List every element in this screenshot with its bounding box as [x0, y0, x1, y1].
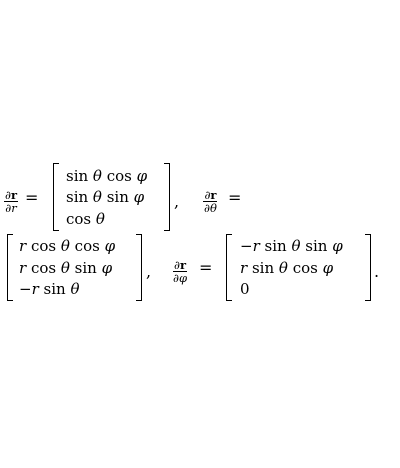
matrix-dr-dphi-row-2-token-1: r	[240, 258, 252, 277]
matrix-dr-dr-row-2-token-4: φ	[128, 188, 145, 206]
equals-sign-2: =	[228, 188, 242, 207]
matrix-dr-dphi-row-1-token-3: sin	[264, 237, 287, 256]
matrix-dr-dr-row-3: cos θ	[66, 210, 147, 228]
matrix-dr-dr-row-1-token-3: cos	[106, 166, 132, 185]
matrix-dr-dr-row-1-token-4: φ	[131, 166, 148, 185]
matrix-dr-dr-row-3-token-1: cos	[66, 209, 92, 228]
matrix-dr-dr-row-2-token-2: θ	[88, 188, 107, 206]
matrix-dr-dphi-row-1-token-1: −	[240, 237, 253, 256]
matrix-dr-dphi-row-2-token-4: cos	[292, 258, 318, 277]
matrix-dr-dr-row-2: sin θ sin φ	[66, 188, 147, 206]
right-bracket	[136, 234, 142, 301]
matrix-dr-dtheta-row-3: −r sin θ	[19, 280, 115, 298]
partial-r-over-r-fraction: ∂r ∂r	[4, 188, 19, 215]
matrix-dr-dtheta-row-2-token-5: φ	[96, 258, 113, 277]
matrix-dr-dr-row-3-token-2: θ	[91, 209, 105, 228]
matrix-dr-dtheta-row-2-token-4: sin	[74, 258, 97, 277]
matrix-dr-dr-row-1: sin θ cos φ	[66, 167, 147, 185]
matrix-dr-dtheta-row-3-token-4: θ	[65, 279, 80, 298]
matrix-dr-dtheta-row-2-token-2: cos	[30, 258, 57, 277]
matrix-dr-dtheta-row-1: r cos θ cos φ	[19, 237, 115, 255]
matrix-dr-dtheta-row-3-token-3: sin	[43, 279, 66, 298]
matrix-dr-dphi-row-2: r sin θ cos φ	[240, 259, 343, 277]
partial-r-over-phi-fraction: ∂r ∂φ	[173, 258, 188, 285]
matrix-dr-dtheta-row-1-token-5: φ	[99, 237, 116, 256]
matrix-dr-dphi-row-2-token-2: sin	[251, 258, 275, 277]
matrix-dr-dr-row-2-token-3: sin	[106, 188, 129, 206]
matrix-dr-dphi-row-2-token-5: φ	[317, 258, 334, 277]
equals-sign-3: =	[199, 258, 213, 277]
matrix-dr-dtheta-row-2-token-1: r	[19, 258, 31, 277]
matrix-dr-dphi-row-1: −r sin θ sin φ	[240, 237, 343, 255]
matrix-dr-dphi-row-3: 0	[240, 280, 343, 298]
matrix-dr-dtheta-row-2-token-3: θ	[56, 258, 75, 277]
matrix-dr-dtheta-row-1-token-3: θ	[56, 237, 75, 256]
matrix-dr-dr-row-2-token-1: sin	[66, 188, 89, 206]
matrix-dr-dr-row-1-token-1: sin	[66, 166, 89, 185]
comma-2: ,	[146, 262, 152, 281]
matrix-dr-dr-row-1-token-2: θ	[88, 166, 107, 185]
partial-r-over-theta-fraction: ∂r ∂θ	[203, 188, 218, 215]
matrix-dr-dtheta-row-1-token-2: cos	[30, 237, 57, 256]
matrix-dr-dphi-row-1-token-2: r	[252, 237, 265, 256]
equals-sign-1: =	[25, 188, 39, 207]
left-bracket	[53, 163, 59, 231]
comma-1: ,	[174, 192, 180, 211]
period: .	[374, 262, 380, 281]
matrix-dr-dtheta-row-1-token-4: cos	[74, 237, 100, 256]
matrix-dr-dphi-row-3-token-1: 0	[240, 279, 250, 298]
left-bracket	[226, 234, 232, 301]
matrix-dr-dtheta-row-2: r cos θ sin φ	[19, 259, 115, 277]
matrix-dr-dphi-row-1-token-6: φ	[327, 237, 343, 256]
matrix-dr-dphi-row-2-token-3: θ	[274, 258, 293, 277]
matrix-dr-dtheta-row-3-token-1: −	[19, 279, 32, 298]
right-bracket	[365, 234, 371, 301]
left-bracket	[7, 234, 13, 301]
matrix-dr-dtheta-row-1-token-1: r	[19, 237, 31, 256]
right-bracket	[164, 163, 170, 231]
matrix-dr-dphi-row-1-token-5: sin	[305, 237, 328, 256]
matrix-dr-dphi-row-1-token-4: θ	[286, 237, 306, 256]
matrix-dr-dtheta-row-3-token-2: r	[31, 279, 44, 298]
